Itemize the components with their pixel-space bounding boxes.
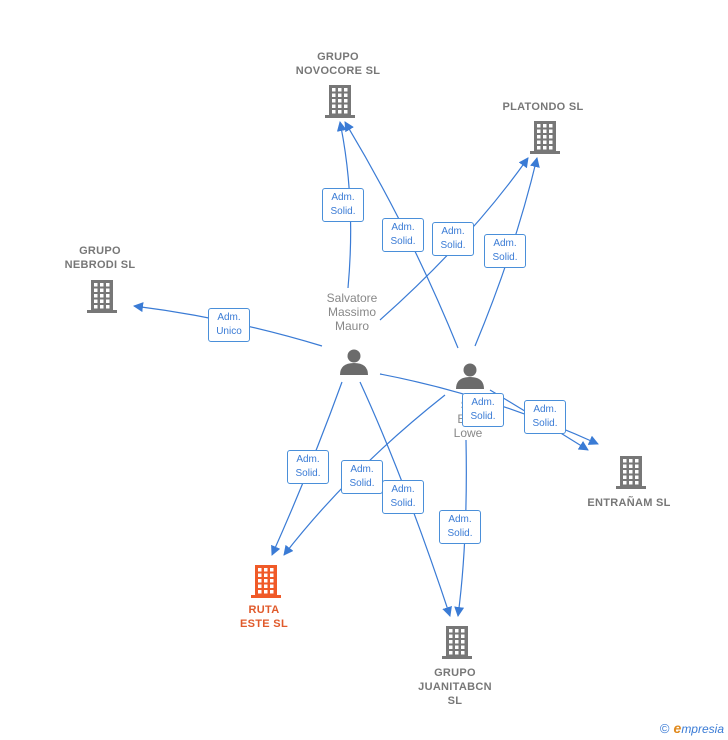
company-label-juanitabcn: GRUPO JUANITABCN SL bbox=[385, 666, 525, 708]
role-badge-text: Adm. bbox=[391, 484, 415, 495]
role-badge-text: Adm. bbox=[296, 454, 320, 465]
role-badge-text: Adm. bbox=[391, 222, 415, 233]
company-label-juanitabcn-line: GRUPO bbox=[434, 667, 476, 679]
empresia-credit: ©empresia bbox=[660, 720, 724, 736]
company-label-nebrodi-line: NEBRODI SL bbox=[64, 259, 136, 271]
company-label-entranam-line: ENTRAÑAM SL bbox=[587, 497, 671, 509]
company-label-platondo-line: PLATONDO SL bbox=[502, 101, 584, 113]
copyright-icon: © bbox=[659, 721, 670, 736]
empresia-logo-text: mpresia bbox=[681, 722, 724, 736]
role-badge-text: Solid. bbox=[492, 252, 518, 263]
person-label-salvatore-line: Salvatore bbox=[326, 291, 378, 305]
company-label-platondo: PLATONDO SL bbox=[473, 100, 613, 114]
empresia-logo-initial: e bbox=[673, 720, 682, 736]
building-icon-nebrodi[interactable] bbox=[87, 280, 117, 313]
role-badge-text: Adm. bbox=[533, 404, 557, 415]
role-badge-salvatore-ruta[interactable]: Adm. Solid. bbox=[287, 450, 329, 484]
role-badge-text: Adm. bbox=[217, 312, 241, 323]
role-badge-salvatore-novocore[interactable]: Adm. Solid. bbox=[322, 188, 364, 222]
building-icon-juanitabcn[interactable] bbox=[442, 626, 472, 659]
role-badge-text: Unico bbox=[216, 326, 242, 337]
person-label-salvatore-line: Massimo bbox=[327, 305, 376, 319]
company-label-nebrodi-line: GRUPO bbox=[79, 245, 121, 257]
role-badge-salvatore-nebrodi[interactable]: Adm. Unico bbox=[208, 308, 250, 342]
person-icon-samuel[interactable] bbox=[456, 363, 484, 390]
role-badge-text: Solid. bbox=[470, 411, 496, 422]
role-badge-salvatore-platondo[interactable]: Adm. Solid. bbox=[432, 222, 474, 256]
role-badge-text: Adm. bbox=[493, 238, 517, 249]
company-label-nebrodi: GRUPO NEBRODI SL bbox=[30, 244, 170, 272]
company-label-ruta-line: ESTE SL bbox=[240, 618, 288, 630]
role-badge-text: Solid. bbox=[295, 468, 321, 479]
company-label-novocore-line: GRUPO bbox=[317, 51, 359, 63]
role-badge-salvatore-juanitabcn[interactable]: Adm. Solid. bbox=[382, 480, 424, 514]
role-badge-text: Adm. bbox=[331, 192, 355, 203]
role-badge-text: Adm. bbox=[350, 464, 374, 475]
role-badge-salvatore-entranam[interactable]: Adm. Solid. bbox=[462, 393, 504, 427]
role-badge-text: Solid. bbox=[390, 236, 416, 247]
company-label-ruta-line: RUTA bbox=[248, 604, 280, 616]
role-badge-text: Solid. bbox=[330, 206, 356, 217]
role-badge-text: Adm. bbox=[471, 397, 495, 408]
person-label-salvatore-line: Mauro bbox=[334, 319, 369, 333]
building-icon-novocore[interactable] bbox=[325, 85, 355, 118]
company-label-juanitabcn-line: SL bbox=[447, 695, 463, 707]
person-label-samuel-line: Lowe bbox=[453, 426, 483, 440]
building-icon-entranam[interactable] bbox=[616, 456, 646, 489]
company-label-novocore: GRUPO NOVOCORE SL bbox=[268, 50, 408, 78]
building-icon-ruta[interactable] bbox=[251, 565, 281, 598]
role-badge-text: Solid. bbox=[447, 528, 473, 539]
role-badge-samuel-entranam[interactable]: Adm. Solid. bbox=[524, 400, 566, 434]
role-badge-text: Solid. bbox=[440, 240, 466, 251]
company-label-ruta: RUTA ESTE SL bbox=[194, 603, 334, 631]
role-badge-samuel-ruta[interactable]: Adm. Solid. bbox=[341, 460, 383, 494]
role-badge-samuel-platondo[interactable]: Adm. Solid. bbox=[484, 234, 526, 268]
company-label-novocore-line: NOVOCORE SL bbox=[295, 65, 381, 77]
role-badge-text: Solid. bbox=[390, 498, 416, 509]
building-icon-platondo[interactable] bbox=[530, 121, 560, 154]
role-badge-samuel-juanitabcn[interactable]: Adm. Solid. bbox=[439, 510, 481, 544]
person-icon-salvatore[interactable] bbox=[340, 349, 368, 376]
role-badge-text: Solid. bbox=[349, 478, 375, 489]
company-label-entranam: ENTRAÑAM SL bbox=[559, 496, 699, 510]
role-badge-text: Adm. bbox=[448, 514, 472, 525]
company-label-juanitabcn-line: JUANITABCN bbox=[418, 681, 492, 693]
role-badge-text: Adm. bbox=[441, 226, 465, 237]
role-badge-samuel-novocore[interactable]: Adm. Solid. bbox=[382, 218, 424, 252]
role-badge-text: Solid. bbox=[532, 418, 558, 429]
